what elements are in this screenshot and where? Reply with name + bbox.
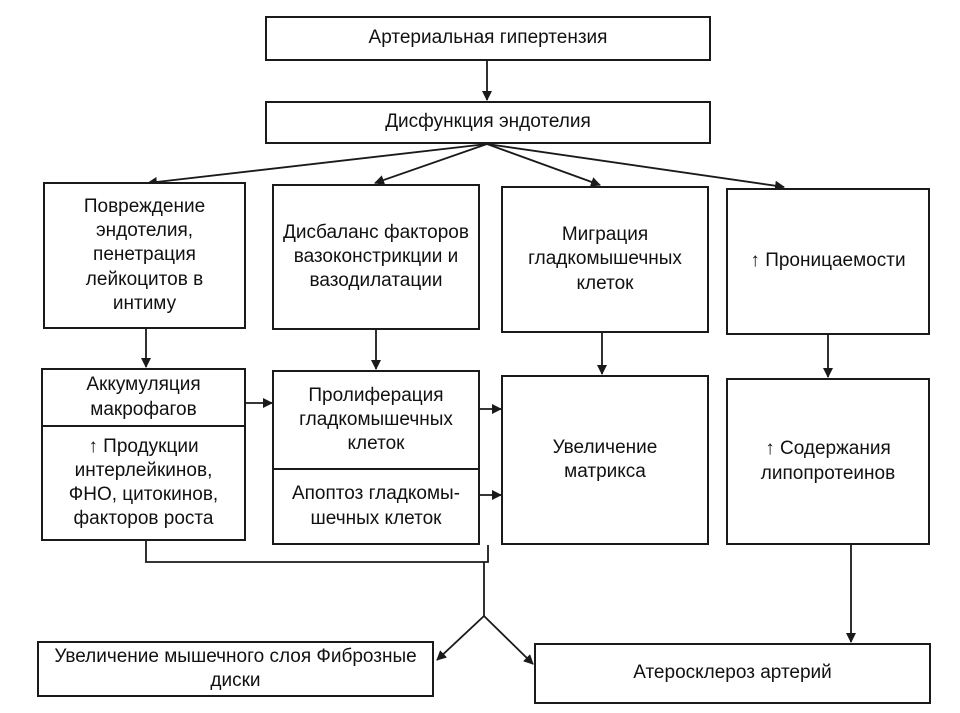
node-hypertension-label: Артериальная гипертензия	[368, 27, 608, 49]
node-smc-apoptosis-label: Апоптоз гладкомы-шечных клеток	[291, 483, 461, 529]
arrow-dysfunction-to-permeability	[486, 143, 785, 191]
node-atherosclerosis: Атеросклероз артерий	[534, 643, 931, 704]
node-macrophage-accumulation: Аккумуляция макрофагов	[43, 370, 244, 425]
node-smc-proliferation-label: Пролиферация гладкомышечных клеток	[299, 384, 453, 455]
node-macrophage-accumulation-label: Аккумуляция макрофагов	[86, 374, 201, 420]
arrow-merge-to-atherosclerosis	[483, 615, 534, 665]
merge-line	[145, 541, 489, 563]
node-lipoprotein-content-label: ↑ Содержания липопротеинов	[760, 438, 896, 484]
node-endothelial-damage-label: Повреждение эндотелия, пенетрация лейкоц…	[83, 196, 206, 314]
node-endothelial-dysfunction: Дисфункция эндотелия	[265, 101, 711, 144]
node-muscle-layer-label: Увеличение мышечного слоя Фиброзные диск…	[54, 645, 417, 691]
node-permeability-label: ↑ Проницаемости	[750, 250, 906, 272]
arrow-dysfunction-to-migration	[486, 143, 601, 187]
node-cytokine-production: ↑ Продукции интерлейкинов, ФНО, цитокино…	[43, 425, 244, 539]
node-cytokine-production-label: ↑ Продукции интерлейкинов, ФНО, цитокино…	[68, 435, 219, 530]
node-vaso-imbalance: Дисбаланс факторов вазоконстрикции и ваз…	[272, 184, 480, 330]
node-smc-apoptosis: Апоптоз гладкомы-шечных клеток	[274, 468, 478, 543]
node-endothelial-damage: Повреждение эндотелия, пенетрация лейкоц…	[43, 182, 246, 329]
node-smc-proliferation: Пролиферация гладкомышечных клеток	[274, 372, 478, 468]
node-matrix-increase-label: Увеличение матрикса	[552, 436, 658, 482]
node-smc-migration-label: Миграция гладкомышечных клеток	[528, 224, 682, 294]
node-macrophage-group: Аккумуляция макрофагов ↑ Продукции интер…	[41, 368, 246, 541]
node-muscle-layer: Увеличение мышечного слоя Фиброзные диск…	[37, 641, 434, 697]
node-matrix-increase: Увеличение матрикса	[501, 375, 709, 545]
arrow-dysfunction-to-imbalance	[374, 143, 488, 185]
node-vaso-imbalance-label: Дисбаланс факторов вазоконстрикции и ваз…	[283, 221, 469, 292]
node-lipoprotein-content: ↑ Содержания липопротеинов	[726, 378, 930, 545]
node-smc-group: Пролиферация гладкомышечных клеток Апопт…	[272, 370, 480, 545]
node-atherosclerosis-label: Атеросклероз артерий	[633, 662, 832, 684]
node-smc-migration: Миграция гладкомышечных клеток	[501, 186, 709, 333]
node-permeability: ↑ Проницаемости	[726, 188, 930, 335]
arrow-merge-to-muscle-layer	[436, 615, 485, 661]
arrow-dysfunction-to-damage	[147, 143, 488, 187]
node-hypertension: Артериальная гипертензия	[265, 16, 711, 61]
node-endothelial-dysfunction-label: Дисфункция эндотелия	[385, 111, 591, 133]
